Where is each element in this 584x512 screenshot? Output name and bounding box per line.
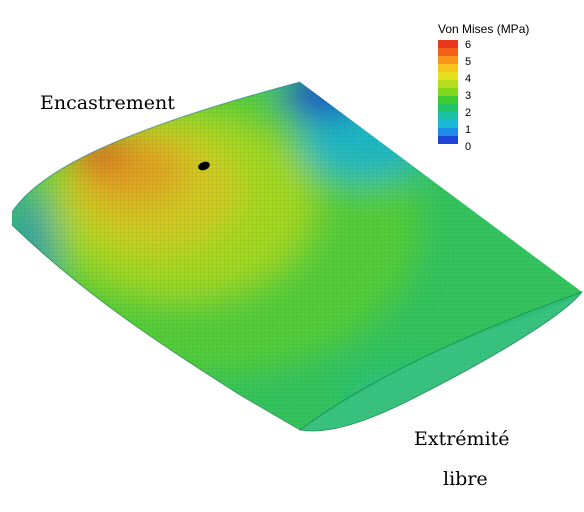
colorbar-swatch (438, 80, 458, 88)
tip-section-mesh (300, 292, 582, 431)
colorbar-swatch (438, 104, 458, 112)
colorbar-swatch (438, 128, 458, 136)
colorbar-tick-label: 4 (465, 73, 472, 85)
lower-edge (11, 224, 301, 431)
root-label: Encastrement (40, 92, 175, 114)
colorbar-swatch (438, 40, 458, 48)
colorbar-swatch (438, 136, 458, 144)
colorbar-legend: Von Mises (MPa) 6 5 4 3 2 1 0 (438, 22, 530, 153)
colorbar-tick-label: 1 (465, 124, 472, 136)
tip-label-line1: Extrémité (414, 428, 510, 450)
colorbar-swatch (438, 48, 458, 56)
tip-label-line2: libre (443, 468, 488, 490)
colorbar-title: Von Mises (MPa) (438, 22, 530, 36)
colorbar-tick-label: 3 (465, 90, 472, 102)
leading-edge (11, 81, 301, 213)
colorbar-swatch (438, 112, 458, 120)
colorbar-tick-label: 0 (465, 141, 472, 153)
colorbar-swatch (438, 88, 458, 96)
colorbar-body: 6 5 4 3 2 1 0 (438, 39, 529, 153)
colorbar-swatch (438, 72, 458, 80)
colorbar-swatch (438, 56, 458, 64)
colorbar-tick-label: 5 (465, 56, 472, 68)
colorbar-gradient (438, 40, 458, 144)
marker-point (198, 161, 210, 171)
colorbar-swatch (438, 120, 458, 128)
colorbar-tick-label: 6 (465, 39, 472, 51)
colorbar-swatch (438, 96, 458, 104)
colorbar-tick-label: 2 (465, 107, 472, 119)
colorbar-swatch (438, 64, 458, 72)
